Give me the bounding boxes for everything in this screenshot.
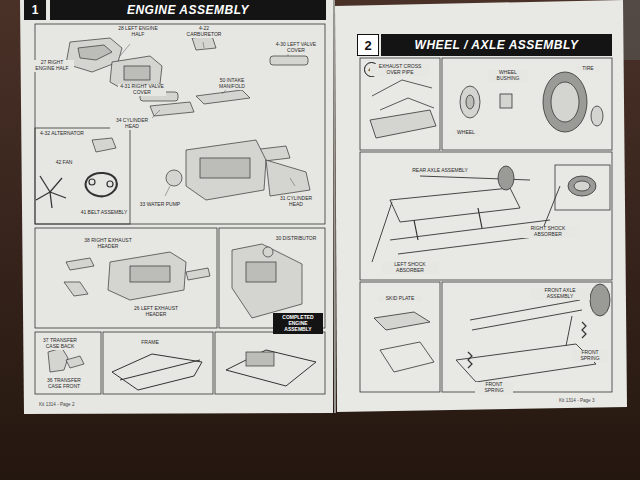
part-callout: 28 LEFT ENGINE HALF xyxy=(114,26,162,38)
part-callout: 4-31 RIGHT VALVE COVER xyxy=(118,84,166,96)
part-callout: 26 LEFT EXHAUST HEADER xyxy=(128,306,184,318)
section-title-band: ENGINE ASSEMBLY xyxy=(50,0,326,20)
part-callout: 38 RIGHT EXHAUST HEADER xyxy=(79,238,137,250)
part-callout: 42 FAN xyxy=(46,160,82,166)
part-callout: FRONT AXLE ASSEMBLY xyxy=(530,288,590,300)
part-callout: SKID PLATE xyxy=(378,296,422,302)
part-callout: FRAME xyxy=(135,340,165,346)
part-callout: 4-32 ALTERNATOR xyxy=(37,131,87,137)
part-callout: WHEEL BUSHING xyxy=(488,70,528,82)
section-title-band: WHEEL / AXLE ASSEMBLY xyxy=(381,34,612,56)
page-footer: Kit 1314 - Page 2 xyxy=(38,402,108,407)
step-number: 1 xyxy=(24,0,46,20)
node-text: WHEEL / AXLE ASSEMBLY xyxy=(415,38,579,52)
part-callout: REAR AXLE ASSEMBLY xyxy=(410,168,470,174)
node-text: 1 xyxy=(32,3,39,17)
step-number: 2 xyxy=(357,34,379,56)
part-callout: 34 CYLINDER HEAD xyxy=(110,118,154,130)
node-text: 2 xyxy=(364,38,371,53)
part-callout: 4-30 LEFT VALVE COVER xyxy=(271,42,321,54)
part-callout: TIRE xyxy=(576,66,600,72)
part-callout: WHEEL xyxy=(452,130,480,136)
page-footer: Kit 1314 - Page 3 xyxy=(558,398,620,403)
part-callout: 31 CYLINDER HEAD xyxy=(274,196,318,208)
part-callout: FRONT SPRING xyxy=(475,382,513,394)
part-callout: 37 TRANSFER CASE BACK xyxy=(38,338,82,350)
part-callout: 4-22 CARBURETOR xyxy=(182,26,226,38)
part-callout: LEFT SHOCK ABSORBER xyxy=(381,262,439,274)
completed-tag: COMPLETED ENGINE ASSEMBLY xyxy=(273,313,323,334)
node-text: ENGINE ASSEMBLY xyxy=(127,3,249,17)
part-callout: 41 BELT ASSEMBLY xyxy=(79,210,129,216)
part-callout: 30 DISTRIBUTOR xyxy=(274,236,318,242)
part-callout: 50 INTAKE MANIFOLD xyxy=(207,78,257,90)
part-callout: 36 TRANSFER CASE FRONT xyxy=(42,378,86,390)
part-callout: 27 RIGHT ENGINE HALF xyxy=(30,60,74,72)
part-callout: FRONT SPRING xyxy=(572,350,608,362)
part-callout: EXHAUST CROSS OVER PIPE xyxy=(370,64,430,76)
part-callout: RIGHT SHOCK ABSORBER xyxy=(519,226,577,238)
node-text: COMPLETED ENGINE ASSEMBLY xyxy=(275,315,321,332)
part-callout: 33 WATER PUMP xyxy=(138,202,182,208)
